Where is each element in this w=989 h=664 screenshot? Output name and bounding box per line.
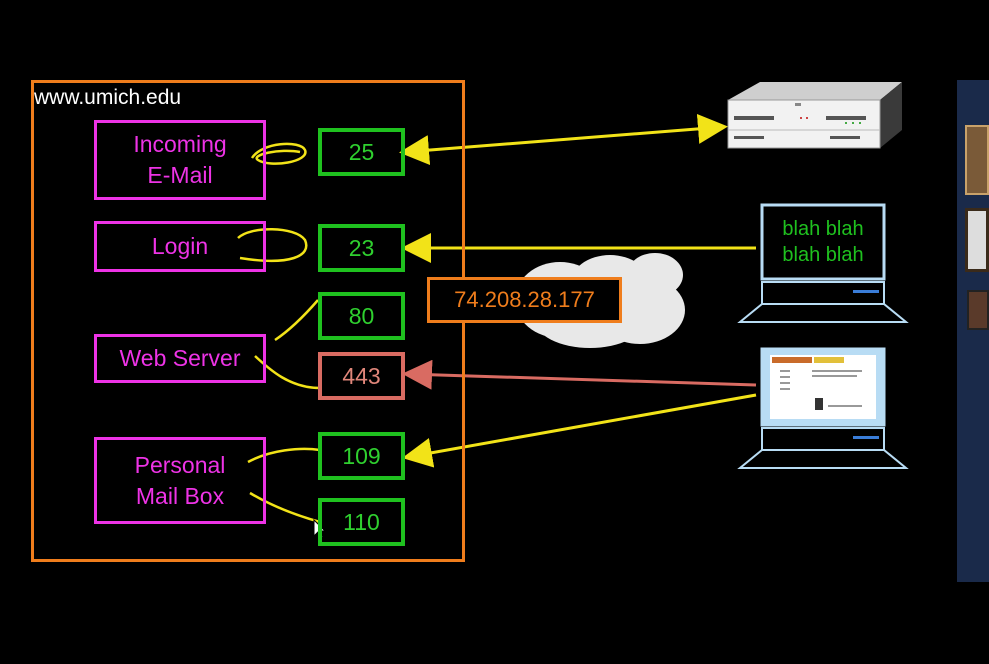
faded-caption [458,577,918,589]
ip-address-label: 74.208.28.177 [427,277,622,323]
port-25: 25 [318,128,405,176]
arrow-email-server [399,113,728,166]
arrow-pop-client [402,393,757,468]
service-incoming-email: Incoming E-Mail [94,120,266,200]
port-109: 109 [318,432,405,480]
port-80: 80 [318,292,405,340]
service-login: Login [94,221,266,272]
server-hostname: www.umich.edu [34,86,182,109]
terminal-laptop-icon [737,203,909,323]
service-web-server: Web Server [94,334,266,383]
video-edge-background [957,80,989,582]
port-443: 443 [318,352,405,400]
terminal-screen-text: blah blah blah blah [782,218,864,266]
arrow-https-client [402,359,757,390]
port-23: 23 [318,224,405,272]
service-personal-mail-box: Personal Mail Box [94,437,266,524]
port-110: 110 [318,498,405,546]
mail-server-appliance-icon [727,82,902,149]
browser-laptop-icon [737,347,909,469]
handwritten-annotations [237,142,321,524]
